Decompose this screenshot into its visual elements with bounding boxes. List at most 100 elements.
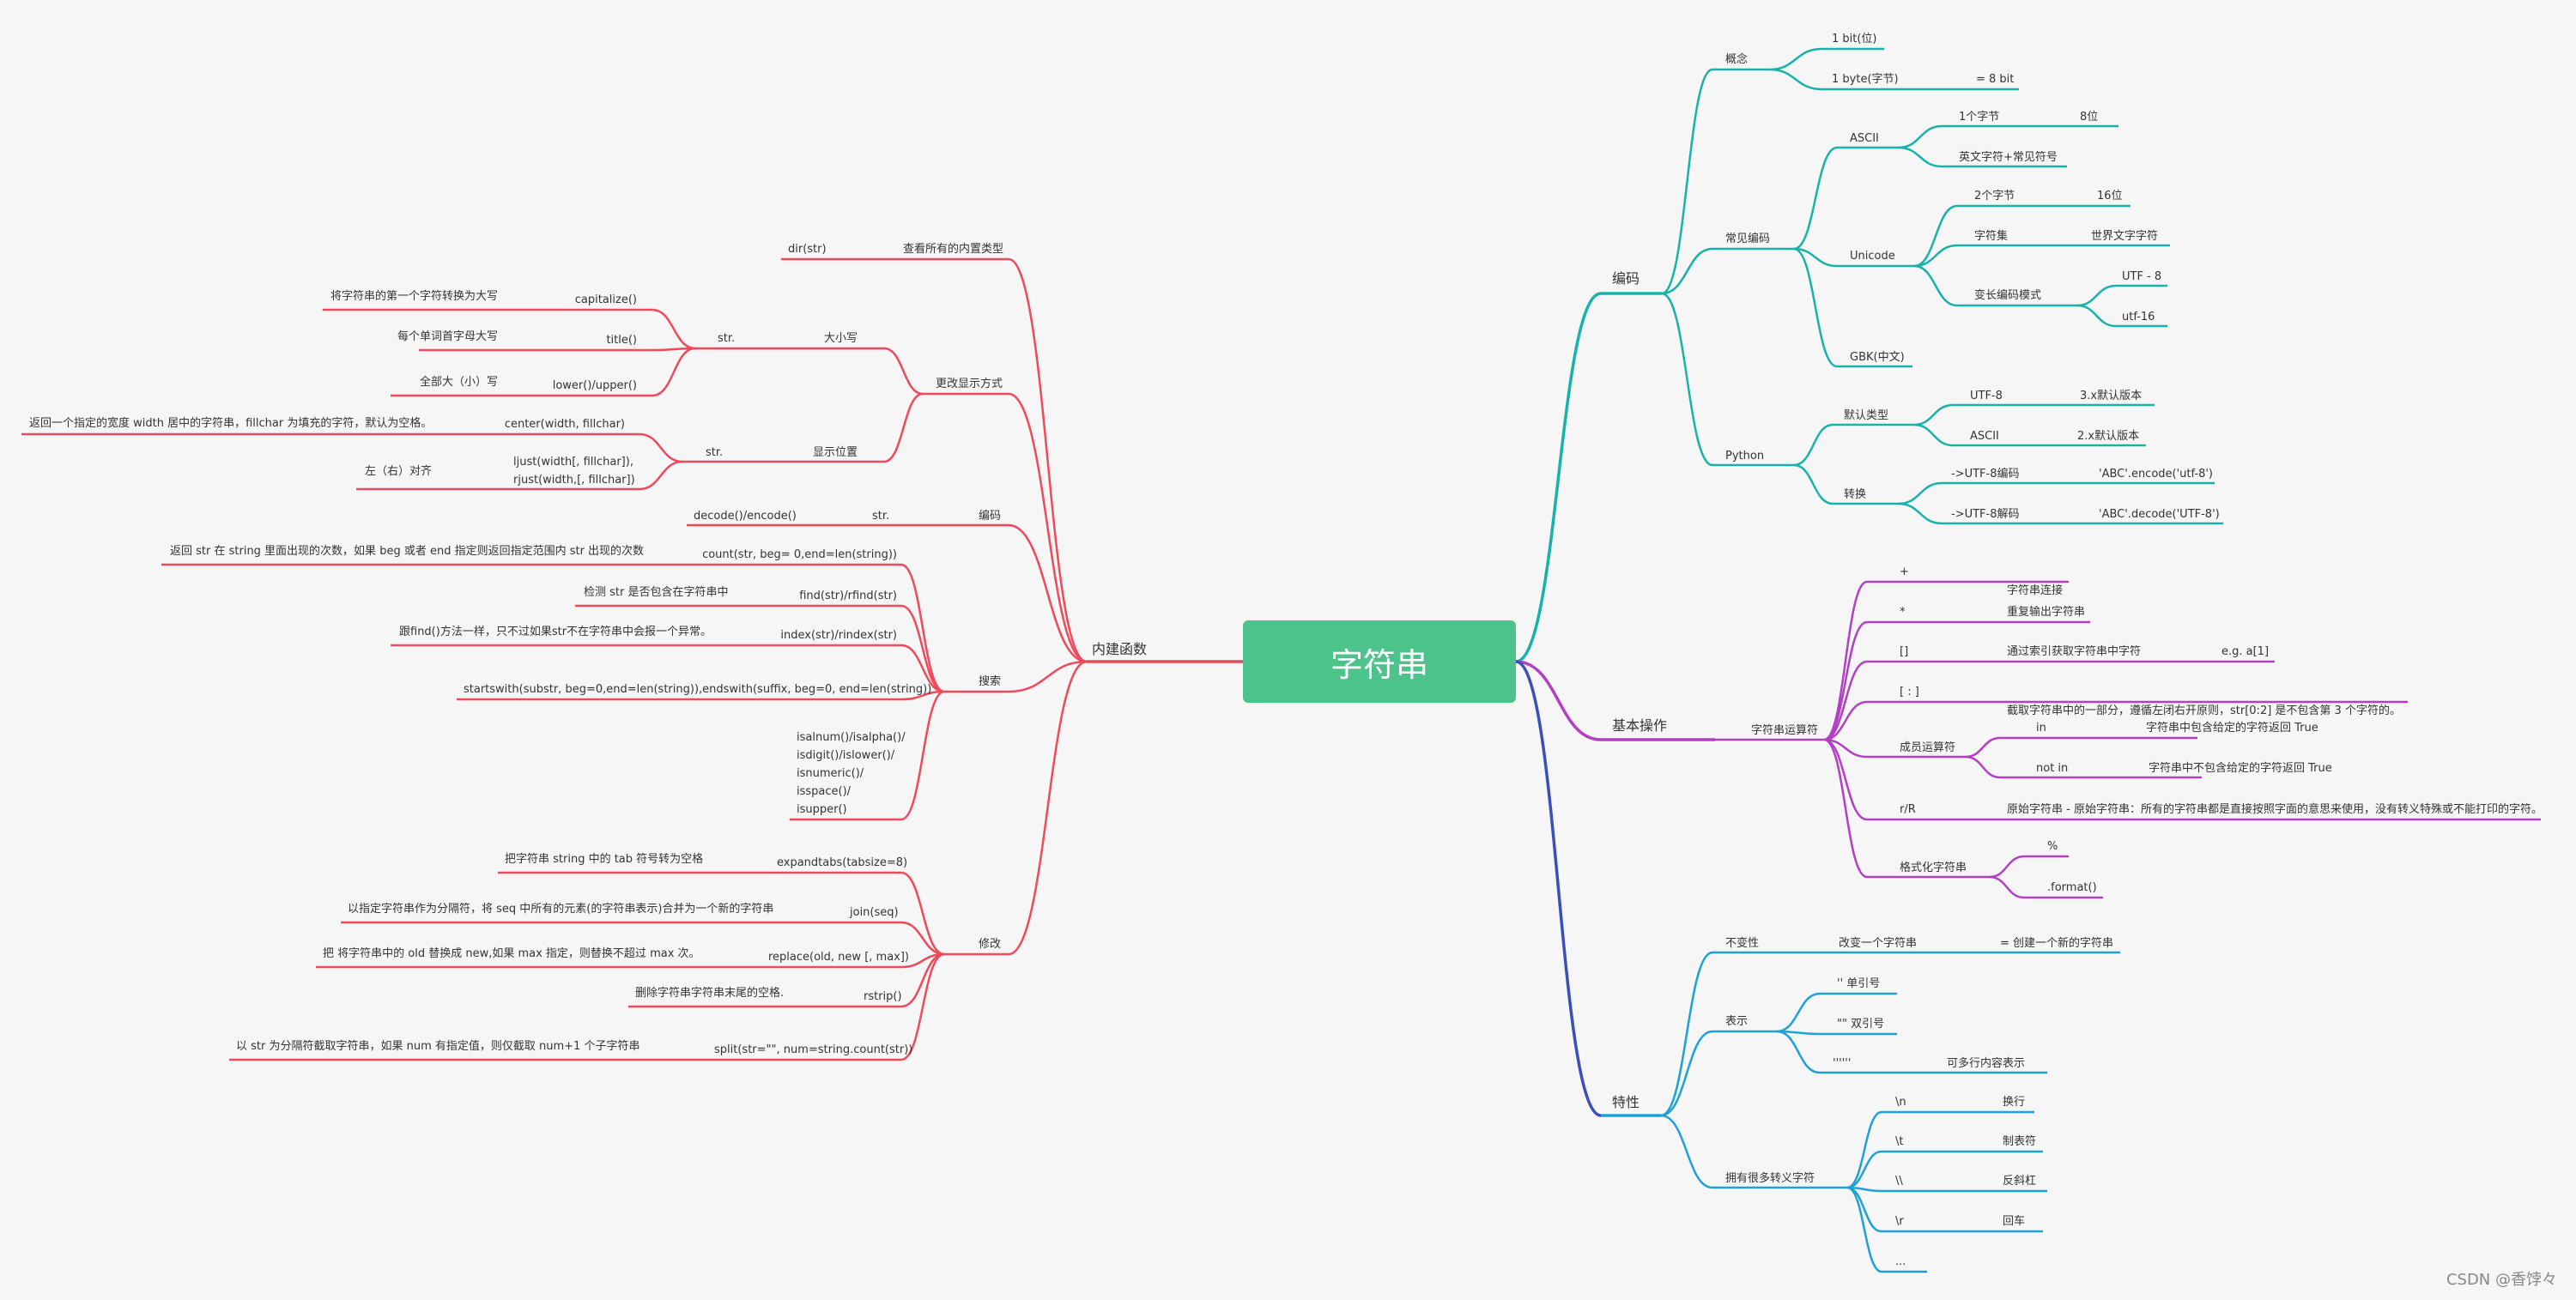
node-modify-func-3[interactable]: rstrip() <box>864 990 902 1003</box>
node-utf8[interactable]: UTF-8 <box>1970 390 2003 402</box>
op-star-desc[interactable]: 重复输出字符串 <box>2007 605 2085 619</box>
node-search-func-4[interactable]: isalnum()/isalpha()/isdigit()/islower()/… <box>797 731 906 816</box>
op-in-desc[interactable]: 字符串中包含给定的字符返回 True <box>2146 721 2318 735</box>
node-to-utf8-decode[interactable]: ->UTF-8解码 <box>1951 508 2019 521</box>
node-to-utf8-encode[interactable]: ->UTF-8编码 <box>1951 468 2019 481</box>
node-modify-func-1[interactable]: join(seq) <box>849 906 899 919</box>
op-percent[interactable]: % <box>2047 840 2058 853</box>
node-search-func-0[interactable]: count(str, beg= 0,end=len(string)) <box>702 548 897 561</box>
node-variable-len[interactable]: 变长编码模式 <box>1974 288 2041 302</box>
node-ascii[interactable]: ASCII <box>1850 132 1879 145</box>
escape-backslash[interactable]: \\ <box>1895 1175 1903 1188</box>
node-basic-ops[interactable]: 基本操作 <box>1612 717 1667 734</box>
node-world-chars[interactable]: 世界文字字符 <box>2091 229 2158 243</box>
node-search-func-2[interactable]: index(str)/rindex(str) <box>780 629 897 642</box>
node-ljust-rjust[interactable]: ljust(width[, fillchar]),rjust(width,[, … <box>513 456 635 487</box>
node-case-desc-2[interactable]: 全部大（小）写 <box>420 375 498 389</box>
node-case-func-2[interactable]: lower()/upper() <box>553 379 637 392</box>
node-center-desc[interactable]: 返回一个指定的宽度 width 居中的字符串，fillchar 为填充的字符，默… <box>29 416 432 430</box>
node-utf8-item[interactable]: UTF - 8 <box>2122 270 2161 283</box>
node-representation[interactable]: 表示 <box>1725 1015 1748 1028</box>
node-8-wei[interactable]: 8位 <box>2080 111 2098 124</box>
escape-newline-desc[interactable]: 换行 <box>2003 1096 2025 1109</box>
op-plus[interactable]: + <box>1900 565 1909 578</box>
node-triple-quote[interactable]: '''''' <box>1833 1057 1851 1070</box>
node-builtin-functions[interactable]: 内建函数 <box>1092 641 1147 657</box>
node-new-string[interactable]: = 创建一个新的字符串 <box>2000 936 2113 950</box>
node-format-string[interactable]: 格式化字符串 <box>1900 861 1967 874</box>
node-modify[interactable]: 修改 <box>979 938 1001 951</box>
node-modify-desc-4[interactable]: 以 str 为分隔符截取字符串，如果 num 有指定值，则仅截取 num+1 个… <box>236 1039 639 1053</box>
node-position[interactable]: 显示位置 <box>813 446 858 459</box>
node-features[interactable]: 特性 <box>1612 1094 1640 1110</box>
node-modify-func-0[interactable]: expandtabs(tabsize=8) <box>777 856 907 869</box>
node-modify-desc-2[interactable]: 把 将字符串中的 old 替换成 new,如果 max 指定，则替换不超过 ma… <box>323 946 700 960</box>
op-in[interactable]: in <box>2036 722 2046 735</box>
op-raw-desc[interactable]: 原始字符串 - 原始字符串：所有的字符串都是直接按照字面的意思来使用，没有转义特… <box>2007 802 2543 816</box>
node-1bit[interactable]: 1 bit(位) <box>1832 33 1877 45</box>
node-search-func-3[interactable]: startswith(substr, beg=0,end=len(string)… <box>464 683 931 696</box>
node-single-quote[interactable]: '' 单引号 <box>1837 977 1880 990</box>
node-1-byte-cn[interactable]: 1个字节 <box>1959 111 1999 124</box>
escape-tab-desc[interactable]: 制表符 <box>2003 1134 2036 1148</box>
node-str-prefix-pos[interactable]: str. <box>706 446 723 459</box>
node-change-display[interactable]: 更改显示方式 <box>936 377 1003 390</box>
node-unicode[interactable]: Unicode <box>1850 250 1895 263</box>
node-center-func[interactable]: center(width, fillchar) <box>505 418 625 431</box>
node-search[interactable]: 搜索 <box>979 675 1001 688</box>
node-case-func-0[interactable]: capitalize() <box>575 293 637 306</box>
node-membership[interactable]: 成员运算符 <box>1900 741 1955 754</box>
node-str-prefix-case[interactable]: str. <box>718 332 735 345</box>
escape-more[interactable]: ... <box>1895 1255 1906 1268</box>
escape-return-desc[interactable]: 回车 <box>2003 1214 2025 1228</box>
node-eng-chars[interactable]: 英文字符+常见符号 <box>1959 150 2058 164</box>
op-not-in[interactable]: not in <box>2036 762 2068 775</box>
op-index-desc[interactable]: 通过索引获取字符串中字符 <box>2007 644 2141 658</box>
node-concept[interactable]: 概念 <box>1725 52 1748 66</box>
op-slice-desc[interactable]: 截取字符串中的一部分，遵循左闭右开原则，str[0:2] 是不包含第 3 个字符… <box>2007 704 2401 717</box>
op-star[interactable]: * <box>1900 606 1906 619</box>
node-dir[interactable]: dir(str) <box>788 243 827 256</box>
escape-tab[interactable]: \t <box>1895 1135 1903 1148</box>
op-slice[interactable]: [ : ] <box>1900 686 1919 698</box>
node-ascii-py2[interactable]: ASCII <box>1970 430 1999 443</box>
node-str-prefix-enc[interactable]: str. <box>872 510 889 523</box>
node-utf16-item[interactable]: utf-16 <box>2122 311 2155 323</box>
node-charset[interactable]: 字符集 <box>1974 229 2008 243</box>
node-py2-default[interactable]: 2.x默认版本 <box>2077 429 2139 443</box>
node-common-encoding[interactable]: 常见编码 <box>1725 233 1770 245</box>
node-8bit[interactable]: = 8 bit <box>1976 73 2014 86</box>
node-gbk[interactable]: GBK(中文) <box>1850 351 1905 364</box>
node-convert[interactable]: 转换 <box>1844 488 1866 501</box>
node-python[interactable]: Python <box>1725 450 1764 463</box>
node-1byte[interactable]: 1 byte(字节) <box>1832 73 1899 86</box>
node-case-desc-0[interactable]: 将字符串的第一个字符转换为大写 <box>330 289 498 303</box>
node-search-desc-0[interactable]: 返回 str 在 string 里面出现的次数，如果 beg 或者 end 指定… <box>170 544 644 558</box>
node-case-desc-1[interactable]: 每个单词首字母大写 <box>397 330 498 343</box>
node-case[interactable]: 大小写 <box>824 332 858 345</box>
node-modify-desc-3[interactable]: 删除字符串字符串末尾的空格. <box>635 986 784 1000</box>
node-multiline[interactable]: 可多行内容表示 <box>1947 1056 2025 1070</box>
node-double-quote[interactable]: "" 双引号 <box>1837 1018 1884 1031</box>
center-node[interactable]: 字符串 <box>1243 620 1516 703</box>
node-modify-desc-0[interactable]: 把字符串 string 中的 tab 符号转为空格 <box>505 852 703 866</box>
op-format-method[interactable]: .format() <box>2047 881 2097 894</box>
node-16-wei[interactable]: 16位 <box>2097 190 2123 203</box>
node-builtin-encoding[interactable]: 编码 <box>979 510 1001 523</box>
node-decode-encode[interactable]: decode()/encode() <box>694 510 797 523</box>
node-modify-func-2[interactable]: replace(old, new [, max]) <box>768 951 909 964</box>
node-search-desc-2[interactable]: 跟find()方法一样，只不过如果str不在字符串中会报一个异常。 <box>399 625 712 638</box>
node-search-desc-1[interactable]: 检测 str 是否包含在字符串中 <box>584 585 728 599</box>
op-index[interactable]: [] <box>1900 645 1908 658</box>
escape-newline[interactable]: \n <box>1895 1096 1906 1109</box>
node-case-func-1[interactable]: title() <box>606 334 637 347</box>
node-string-operators[interactable]: 字符串运算符 <box>1751 723 1818 737</box>
node-encoding[interactable]: 编码 <box>1612 270 1640 287</box>
node-modify-desc-1[interactable]: 以指定字符串作为分隔符，将 seq 中所有的元素(的字符串表示)合并为一个新的字… <box>348 902 773 916</box>
escape-backslash-desc[interactable]: 反斜杠 <box>2003 1174 2036 1188</box>
op-not-in-desc[interactable]: 字符串中不包含给定的字符返回 True <box>2149 761 2332 775</box>
node-decode-example[interactable]: 'ABC'.decode('UTF-8') <box>2099 508 2220 521</box>
node-search-func-1[interactable]: find(str)/rfind(str) <box>799 590 897 602</box>
node-align-desc[interactable]: 左（右）对齐 <box>365 464 432 478</box>
node-default-type[interactable]: 默认类型 <box>1844 408 1888 422</box>
